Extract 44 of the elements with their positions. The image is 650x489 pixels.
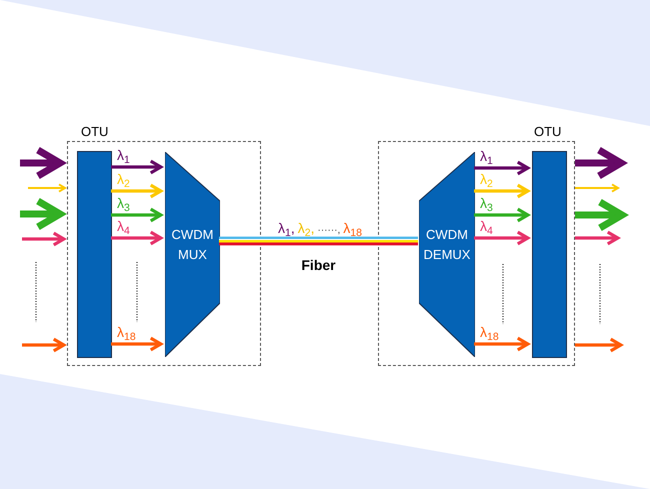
arrow (474, 230, 530, 246)
otu-bar (532, 151, 567, 358)
multiplexer-block (165, 152, 220, 357)
edge-label: Fiber (301, 257, 336, 273)
otu-bar (77, 151, 112, 358)
wavelength-label: λ$_{18}$ (343, 221, 362, 236)
arrow (20, 146, 64, 180)
arrow (22, 231, 66, 247)
wavelength-label: ······, (318, 224, 340, 238)
wavelength-label: λ$_{2}$, (298, 221, 314, 236)
group-label: OTU (534, 124, 562, 139)
arrow (111, 159, 162, 175)
edge-label: λ$_{3}$ (480, 196, 493, 212)
wavelength-label: λ$_{1}$, (278, 221, 295, 236)
edge-label: λ$_{18}$ (117, 325, 136, 340)
arrow (474, 207, 530, 223)
edge-label: λ$_{4}$ (117, 219, 130, 234)
arrow (474, 336, 530, 352)
group-label: OTU (81, 124, 108, 139)
arrow (20, 198, 64, 230)
arrow (111, 230, 162, 246)
demultiplexer-block (419, 152, 475, 357)
arrow (575, 337, 622, 353)
edge-label: λ$_{4}$ (480, 219, 493, 234)
arrow (111, 183, 162, 199)
edge-label: λ$_{2}$ (117, 172, 130, 188)
edge-label: λ$_{1}$ (480, 149, 493, 164)
arrow (474, 183, 530, 199)
arrow (575, 198, 626, 232)
arrow (575, 230, 620, 246)
arrow (28, 183, 66, 193)
edge-label: λ$_{2}$ (480, 172, 493, 188)
arrow (22, 337, 66, 353)
arrow (111, 207, 162, 223)
arrow (575, 183, 620, 193)
block-label: CWDM MUX (170, 226, 214, 264)
edge-label: λ$_{1}$ (117, 148, 130, 164)
edge-label: λ$_{18}$ (480, 325, 499, 340)
arrow (474, 160, 530, 176)
arrow (111, 336, 162, 352)
block-label: CWDM DEMUX (422, 226, 472, 264)
edge-label: λ$_{3}$ (117, 196, 130, 212)
fiber-line (219, 236, 418, 246)
arrow (575, 146, 625, 180)
